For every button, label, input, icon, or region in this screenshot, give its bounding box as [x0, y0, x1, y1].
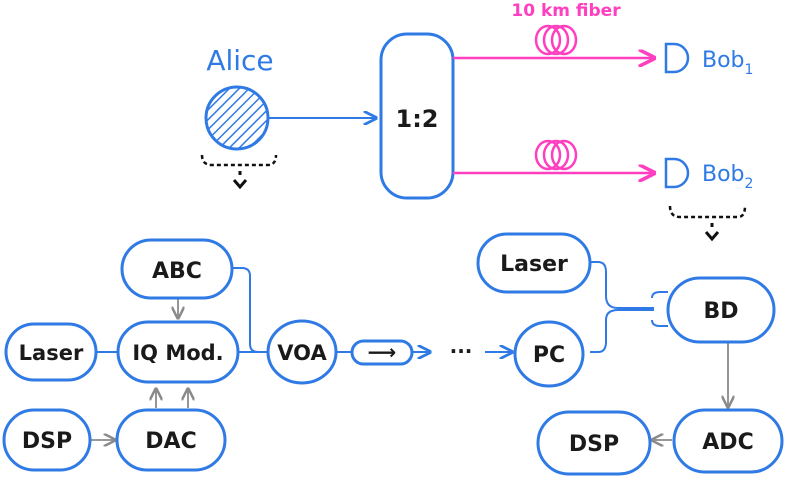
isolator-arrow-icon: ⟶	[368, 340, 397, 364]
bob2-dashed-bracket	[668, 205, 747, 219]
bd-input-a-wire	[651, 291, 668, 299]
bd-node	[666, 276, 776, 344]
bob1-subscript: 1	[745, 62, 754, 78]
tx-laser-label: Laser	[19, 341, 84, 365]
alice-source-icon	[204, 85, 270, 151]
tx-laser-node	[4, 322, 98, 382]
link-ellipsis: ···	[450, 339, 473, 363]
tx-dsp-node	[2, 408, 92, 472]
rx-laser-node	[476, 232, 592, 294]
alice-chevron-down-icon	[232, 179, 248, 190]
pc-to-bd-wire	[590, 309, 654, 353]
fiber-spool-2-icon	[534, 139, 578, 171]
rx-dsp-node	[536, 410, 652, 476]
alice-dashed-bracket	[200, 154, 278, 167]
rx-laser-to-bd-wire	[590, 261, 654, 309]
bob2-detector-icon	[664, 157, 690, 189]
abc-to-voa-wire	[232, 267, 268, 353]
dac-node	[115, 408, 227, 472]
bob2-chevron-down-icon	[704, 231, 720, 242]
pc-node	[513, 320, 585, 388]
abc-label: ABC	[152, 259, 202, 284]
bob2-label: Bob2	[702, 162, 753, 192]
alice-label: Alice	[206, 44, 273, 77]
dac-label: DAC	[145, 429, 196, 454]
bob1-label: Bob1	[702, 48, 753, 78]
bd-label: BD	[703, 299, 738, 324]
voa-label: VOA	[277, 341, 327, 365]
abc-node	[120, 238, 234, 300]
pc-label: PC	[533, 343, 565, 368]
voa-node	[266, 319, 338, 385]
bob1-name: Bob	[702, 48, 745, 73]
tx-dsp-label: DSP	[22, 429, 72, 454]
bob1-detector-icon	[664, 42, 690, 74]
adc-node	[672, 408, 784, 474]
isolator-node	[350, 339, 414, 366]
adc-label: ADC	[702, 430, 753, 455]
rx-dsp-label: DSP	[569, 432, 619, 457]
bob2-subscript: 2	[745, 176, 754, 192]
bob2-name: Bob	[702, 162, 745, 187]
fiber-label: 10 km fiber	[511, 1, 621, 21]
splitter-node	[379, 32, 455, 200]
iq-mod-label: IQ Mod.	[132, 341, 223, 365]
bd-input-b-wire	[651, 319, 668, 327]
rx-laser-label: Laser	[500, 252, 568, 277]
fiber-spool-1-icon	[534, 24, 578, 56]
splitter-label: 1:2	[396, 105, 439, 133]
iq-mod-node	[116, 320, 240, 384]
